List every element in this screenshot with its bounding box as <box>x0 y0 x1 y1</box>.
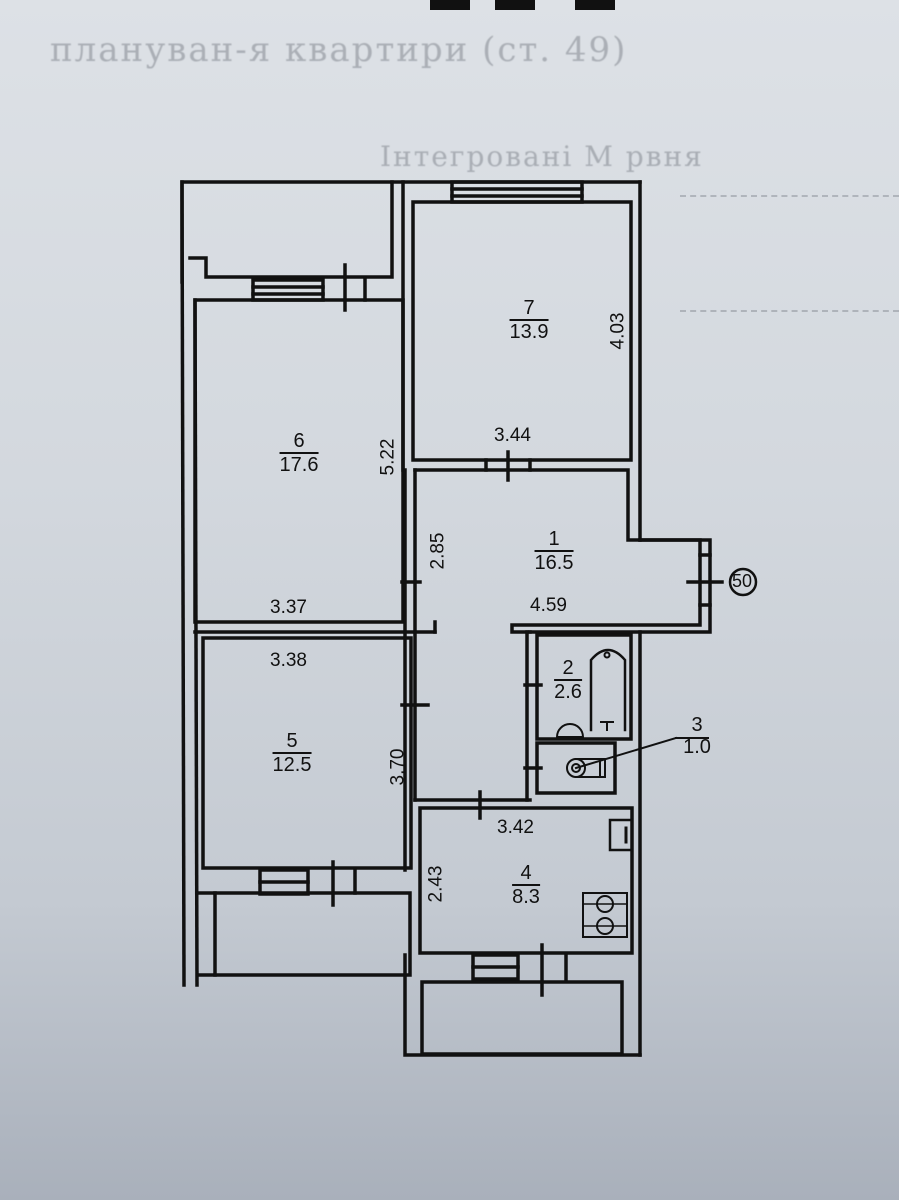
room-7-walls <box>401 180 642 542</box>
room-area: 1.0 <box>683 736 711 758</box>
dim-room4-width: 3.42 <box>497 817 534 838</box>
dim-room4-height: 2.43 <box>425 865 447 903</box>
faint-rule <box>680 195 899 197</box>
room-number: 5 <box>272 730 312 754</box>
room-number: 3 <box>691 714 703 736</box>
balcony-bottom-left <box>195 891 412 977</box>
entrance-marker-circle <box>728 567 758 597</box>
top-edge-mark <box>495 0 535 10</box>
top-edge-mark <box>430 0 470 10</box>
room-1-walls <box>193 468 724 872</box>
room-2-label: 2 2.6 <box>554 657 582 703</box>
dim-room5-width: 3.38 <box>270 650 307 671</box>
header-faint-text: плануван-я квартири (ст. 49) <box>50 30 628 70</box>
room-number: 4 <box>512 862 540 886</box>
top-edge-mark <box>575 0 615 10</box>
room-2-3-walls <box>523 630 709 1057</box>
room-area: 2.6 <box>554 681 582 703</box>
room-area: 8.3 <box>512 886 540 908</box>
room-3-label: 3 1.0 <box>683 714 711 758</box>
room-area: 13.9 <box>509 321 549 343</box>
room-4-walls <box>413 790 634 997</box>
room-6-label: 6 17.6 <box>279 430 319 476</box>
room-1-label: 1 16.5 <box>534 528 574 574</box>
outer-wall-left <box>180 180 186 987</box>
dim-room6-width: 3.37 <box>270 597 307 618</box>
dim-room7-width: 3.44 <box>494 425 531 446</box>
dim-room6-height: 5.22 <box>377 438 399 476</box>
dim-room1-height: 2.85 <box>427 532 449 570</box>
dim-room5-height: 3.70 <box>387 748 409 786</box>
room-7-label: 7 13.9 <box>509 297 549 343</box>
balcony-bottom-right <box>403 953 642 1057</box>
room-number: 6 <box>279 430 319 454</box>
dim-room1-width: 4.59 <box>530 595 567 616</box>
room-number: 2 <box>554 657 582 681</box>
faint-rule <box>680 310 899 312</box>
room-number: 1 <box>534 528 574 552</box>
header-faint-text-2: Інтегровані М рвня <box>380 140 704 173</box>
dim-room7-height: 4.03 <box>607 312 629 350</box>
room-area: 17.6 <box>279 454 319 476</box>
room-number: 7 <box>509 297 549 321</box>
entrance-marker-label: 50 <box>732 571 753 591</box>
room-5-label: 5 12.5 <box>272 730 312 776</box>
room-4-label: 4 8.3 <box>512 862 540 908</box>
room-area: 12.5 <box>272 754 312 776</box>
room-area: 16.5 <box>534 552 574 574</box>
